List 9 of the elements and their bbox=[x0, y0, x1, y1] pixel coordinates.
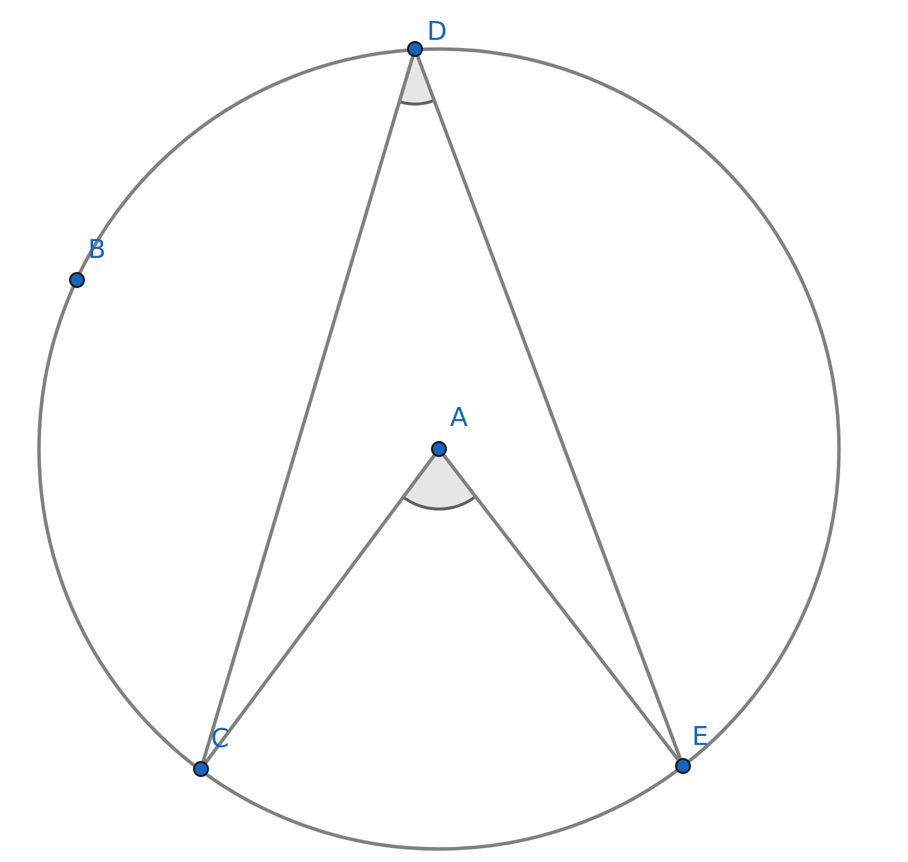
line-segment bbox=[204, 454, 436, 764]
point-label: E bbox=[692, 724, 708, 750]
line-segment bbox=[202, 56, 414, 762]
point-label: D bbox=[427, 19, 448, 45]
line-segment bbox=[416, 56, 682, 760]
point-label: B bbox=[88, 237, 106, 263]
point-label: A bbox=[450, 405, 468, 431]
line-segment bbox=[442, 454, 680, 761]
point-label: C bbox=[211, 726, 230, 752]
